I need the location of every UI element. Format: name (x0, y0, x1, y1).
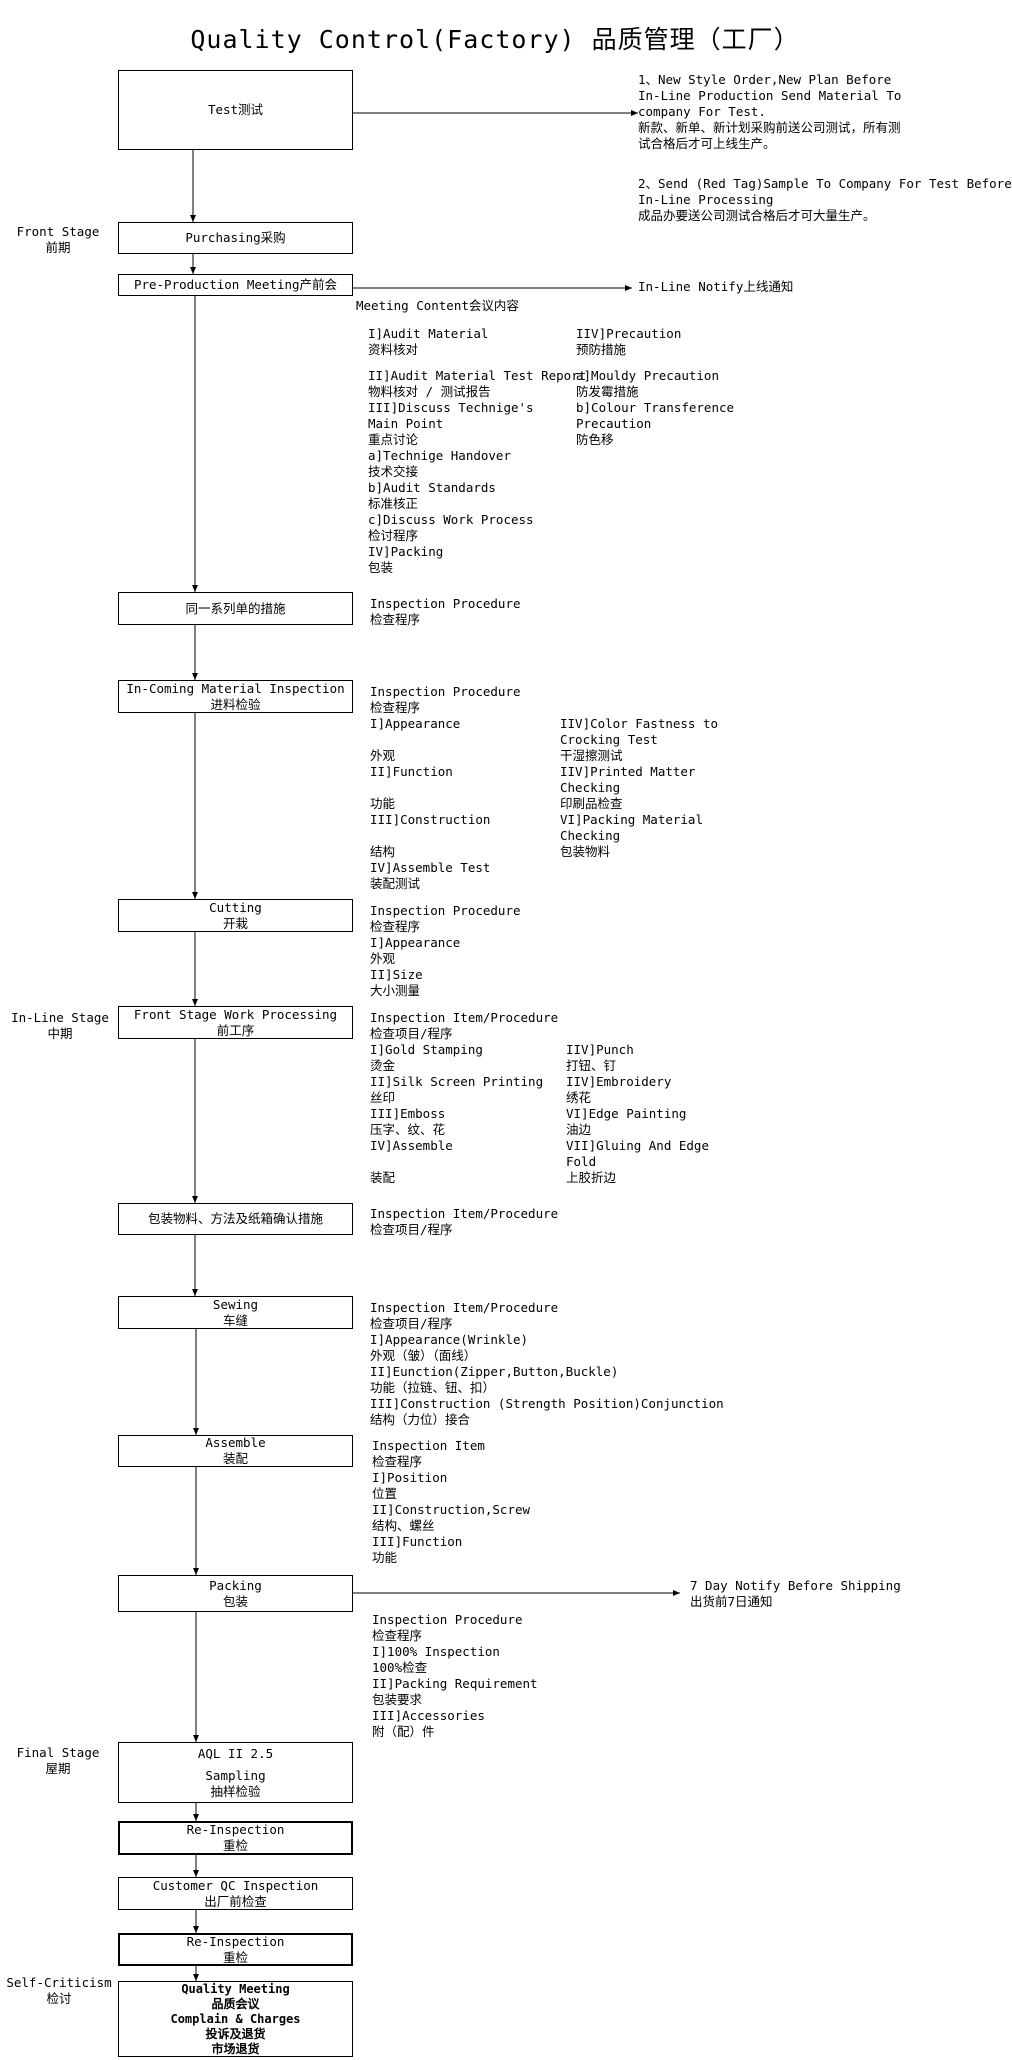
box-front-stage-work-processing: Front Stage Work Processing 前工序 (118, 1006, 353, 1039)
stage-front: Front Stage 前期 (12, 224, 104, 256)
series-procedure: Inspection Procedure 检查程序 (370, 596, 521, 627)
packing-notify: 7 Day Notify Before Shipping 出货前7日通知 (690, 1578, 901, 1609)
stage-final: Final Stage 屋期 (12, 1745, 104, 1777)
test-note-1: 1、New Style Order,New Plan Before In-Lin… (638, 72, 902, 151)
stage-self-en: Self-Criticism (6, 1975, 112, 1990)
stage-final-zh: 屋期 (45, 1761, 71, 1776)
pack-confirm-procedure: Inspection Item/Procedure 检查项目/程序 (370, 1206, 559, 1237)
stage-inline-en: In-Line Stage (11, 1010, 109, 1025)
box-packing: Packing 包装 (118, 1575, 353, 1612)
meeting-content-right-list: IIV]Precaution 预防措施 a]Mouldy Precaution … (576, 326, 735, 447)
stage-final-en: Final Stage (16, 1745, 100, 1760)
box-purchasing: Purchasing采购 (118, 222, 353, 254)
page-title: Quality Control(Factory) 品质管理（工厂） (190, 25, 800, 54)
meeting-content-left-list: I]Audit Material 资料核对 II]Audit Material … (368, 326, 587, 575)
box-aql-sampling: AQL II 2.5 Sampling 抽样检验 (118, 1742, 353, 1803)
inline-notify-label: In-Line Notify上线通知 (638, 279, 794, 294)
box-customer-qc-inspection: Customer QC Inspection 出厂前检查 (118, 1877, 353, 1910)
cutting-procedure: Inspection Procedure 检查程序 I]Appearance 外… (370, 903, 521, 998)
box-packing-confirmation: 包装物料、方法及纸箱确认措施 (118, 1203, 353, 1235)
box-cutting: Cutting 开栽 (118, 899, 353, 932)
box-re-inspection-1: Re-Inspection 重检 (118, 1821, 353, 1855)
box-assemble: Assemble 装配 (118, 1435, 353, 1467)
box-series-measures: 同一系列单的措施 (118, 592, 353, 625)
test-note-2: 2、Send (Red Tag)Sample To Company For Te… (638, 176, 1012, 223)
flow-connectors (190, 110, 680, 1981)
stage-inline-zh: 中期 (47, 1026, 73, 1041)
front-stage-procedure-left: Inspection Item/Procedure 检查项目/程序 I]Gold… (370, 1010, 559, 1185)
meeting-content-label: Meeting Content会议内容 (356, 298, 519, 313)
stage-self: Self-Criticism 检讨 (4, 1975, 114, 2007)
box-quality-meeting: Quality Meeting 品质会议 Complain & Charges … (118, 1981, 353, 2057)
stage-inline: In-Line Stage 中期 (6, 1010, 114, 1042)
box-sewing: Sewing 车缝 (118, 1296, 353, 1329)
incoming-procedure-right: IIV]Color Fastness to Crocking Test 干湿擦测… (560, 716, 719, 859)
stage-front-zh: 前期 (45, 240, 71, 255)
assemble-procedure: Inspection Item 检查程序 I]Position 位置 II]Co… (372, 1438, 531, 1565)
box-incoming-material-inspection: In-Coming Material Inspection 进料检验 (118, 680, 353, 713)
packing-procedure: Inspection Procedure 检查程序 I]100% Inspect… (372, 1612, 538, 1739)
box-pre-production-meeting: Pre-Production Meeting产前会 (118, 274, 353, 296)
box-re-inspection-2: Re-Inspection 重检 (118, 1933, 353, 1966)
incoming-procedure-left: Inspection Procedure 检查程序 I]Appearance 外… (370, 684, 521, 891)
stage-front-en: Front Stage (16, 224, 100, 239)
sewing-procedure: Inspection Item/Procedure 检查项目/程序 I]Appe… (370, 1300, 724, 1427)
stage-self-zh: 检讨 (46, 1991, 72, 2006)
box-test: Test测试 (118, 70, 353, 150)
front-stage-procedure-right: IIV]Punch 打钮、钉 IIV]Embroidery 绣花 VI]Edge… (566, 1042, 709, 1185)
